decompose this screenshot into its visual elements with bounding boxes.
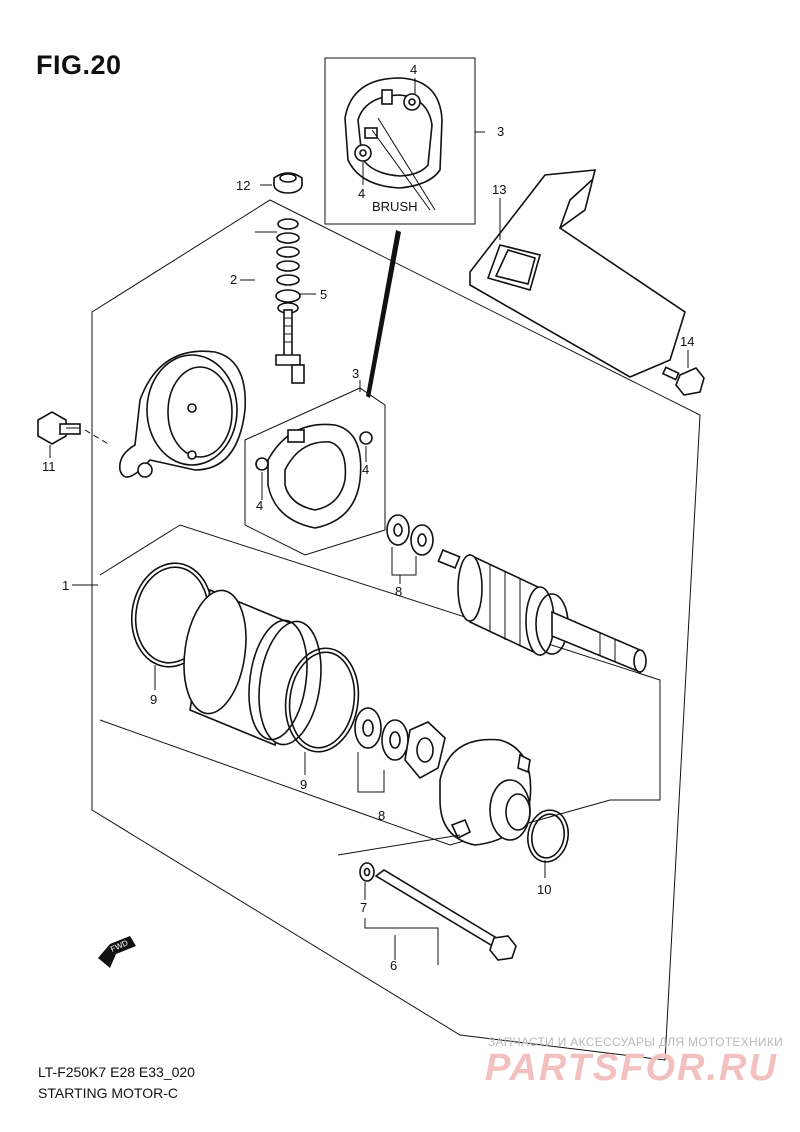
callout-1: 1: [62, 578, 69, 593]
callout-4-main-left: 4: [256, 498, 263, 513]
part-8-washers-upper: [386, 514, 434, 556]
callout-14: 14: [680, 334, 694, 349]
callout-3-main: 3: [352, 366, 359, 381]
front-end-cover: [439, 738, 532, 846]
rear-end-cover: [118, 350, 247, 478]
watermark-logo: PARTSFOR.RU: [485, 1047, 778, 1089]
brush-label: BRUSH: [372, 199, 418, 214]
part-13-cover: [469, 169, 686, 378]
callout-8-lower: 8: [378, 808, 385, 823]
part-10-o-ring: [526, 809, 570, 863]
part-2-terminal-stack: [275, 218, 305, 384]
diagram-code: LT-F250K7 E28 E33_020: [38, 1064, 195, 1080]
part-8-washers-lower: [354, 707, 446, 780]
callout-6: 6: [390, 958, 397, 973]
callout-8-upper: 8: [395, 584, 402, 599]
yoke: [183, 588, 322, 747]
callout-10: 10: [537, 882, 551, 897]
figure-title: FIG.20: [36, 50, 122, 80]
callout-4-main-right: 4: [362, 462, 369, 477]
part-12-nut: [273, 172, 303, 194]
fwd-arrow-icon: FWD: [98, 936, 136, 968]
part-7-washer: [359, 862, 375, 882]
callout-13: 13: [492, 182, 506, 197]
callout-5: 5: [320, 287, 327, 302]
part-11-bolt: [37, 411, 81, 445]
callout-4-inset-bottom: 4: [358, 186, 365, 201]
part-6-through-bolt: [374, 869, 517, 961]
assembly-frame: [91, 199, 701, 1061]
part-3-brush-plate: [255, 423, 373, 529]
callout-9-right: 9: [300, 777, 307, 792]
callout-3-inset: 3: [497, 124, 504, 139]
callout-11: 11: [42, 459, 56, 474]
part-9-o-ring-right: [284, 647, 360, 753]
inset-pointer: [366, 230, 401, 398]
watermark-tagline: ЗАПЧАСТИ И АКСЕССУАРЫ ДЛЯ МОТОТЕХНИКИ: [488, 1035, 784, 1049]
brush-holder-inset: [344, 77, 485, 211]
armature: [437, 549, 647, 674]
callout-2: 2: [230, 272, 237, 287]
callout-12: 12: [236, 178, 250, 193]
brush-inset-box: [324, 57, 476, 225]
callout-4-inset-top: 4: [410, 62, 417, 77]
part-14-bolt: [661, 366, 705, 396]
diagram-name: STARTING MOTOR-C: [38, 1085, 178, 1101]
motor-group-outline: [99, 524, 661, 846]
callout-9-left: 9: [150, 692, 157, 707]
callout-7: 7: [360, 900, 367, 915]
